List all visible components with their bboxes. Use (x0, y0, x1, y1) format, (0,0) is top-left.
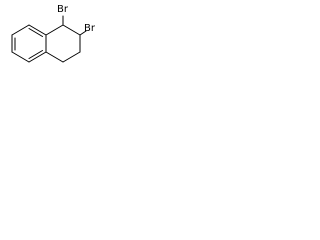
bond-c3-br (79, 30, 87, 36)
bond-c2-c3 (11, 51, 30, 63)
double-bond-inner-3 (28, 28, 43, 37)
bond-c3-c4a (28, 51, 47, 63)
double-bond-inner-2 (28, 50, 43, 59)
bond-c3sat-c4sat (62, 51, 81, 63)
bond-c8a-c1 (11, 24, 30, 36)
atom-label-br-right: Br (84, 23, 96, 34)
bond-c4sat-c4a (45, 51, 64, 63)
bond-c1sat-c2sat (62, 24, 81, 36)
bond-c8a-c8 (28, 24, 47, 36)
atom-label-br-top: Br (57, 4, 69, 15)
tetrahydronaphthalene-structure: Br Br (11, 4, 96, 63)
bond-c8a-c1sat (45, 24, 64, 36)
